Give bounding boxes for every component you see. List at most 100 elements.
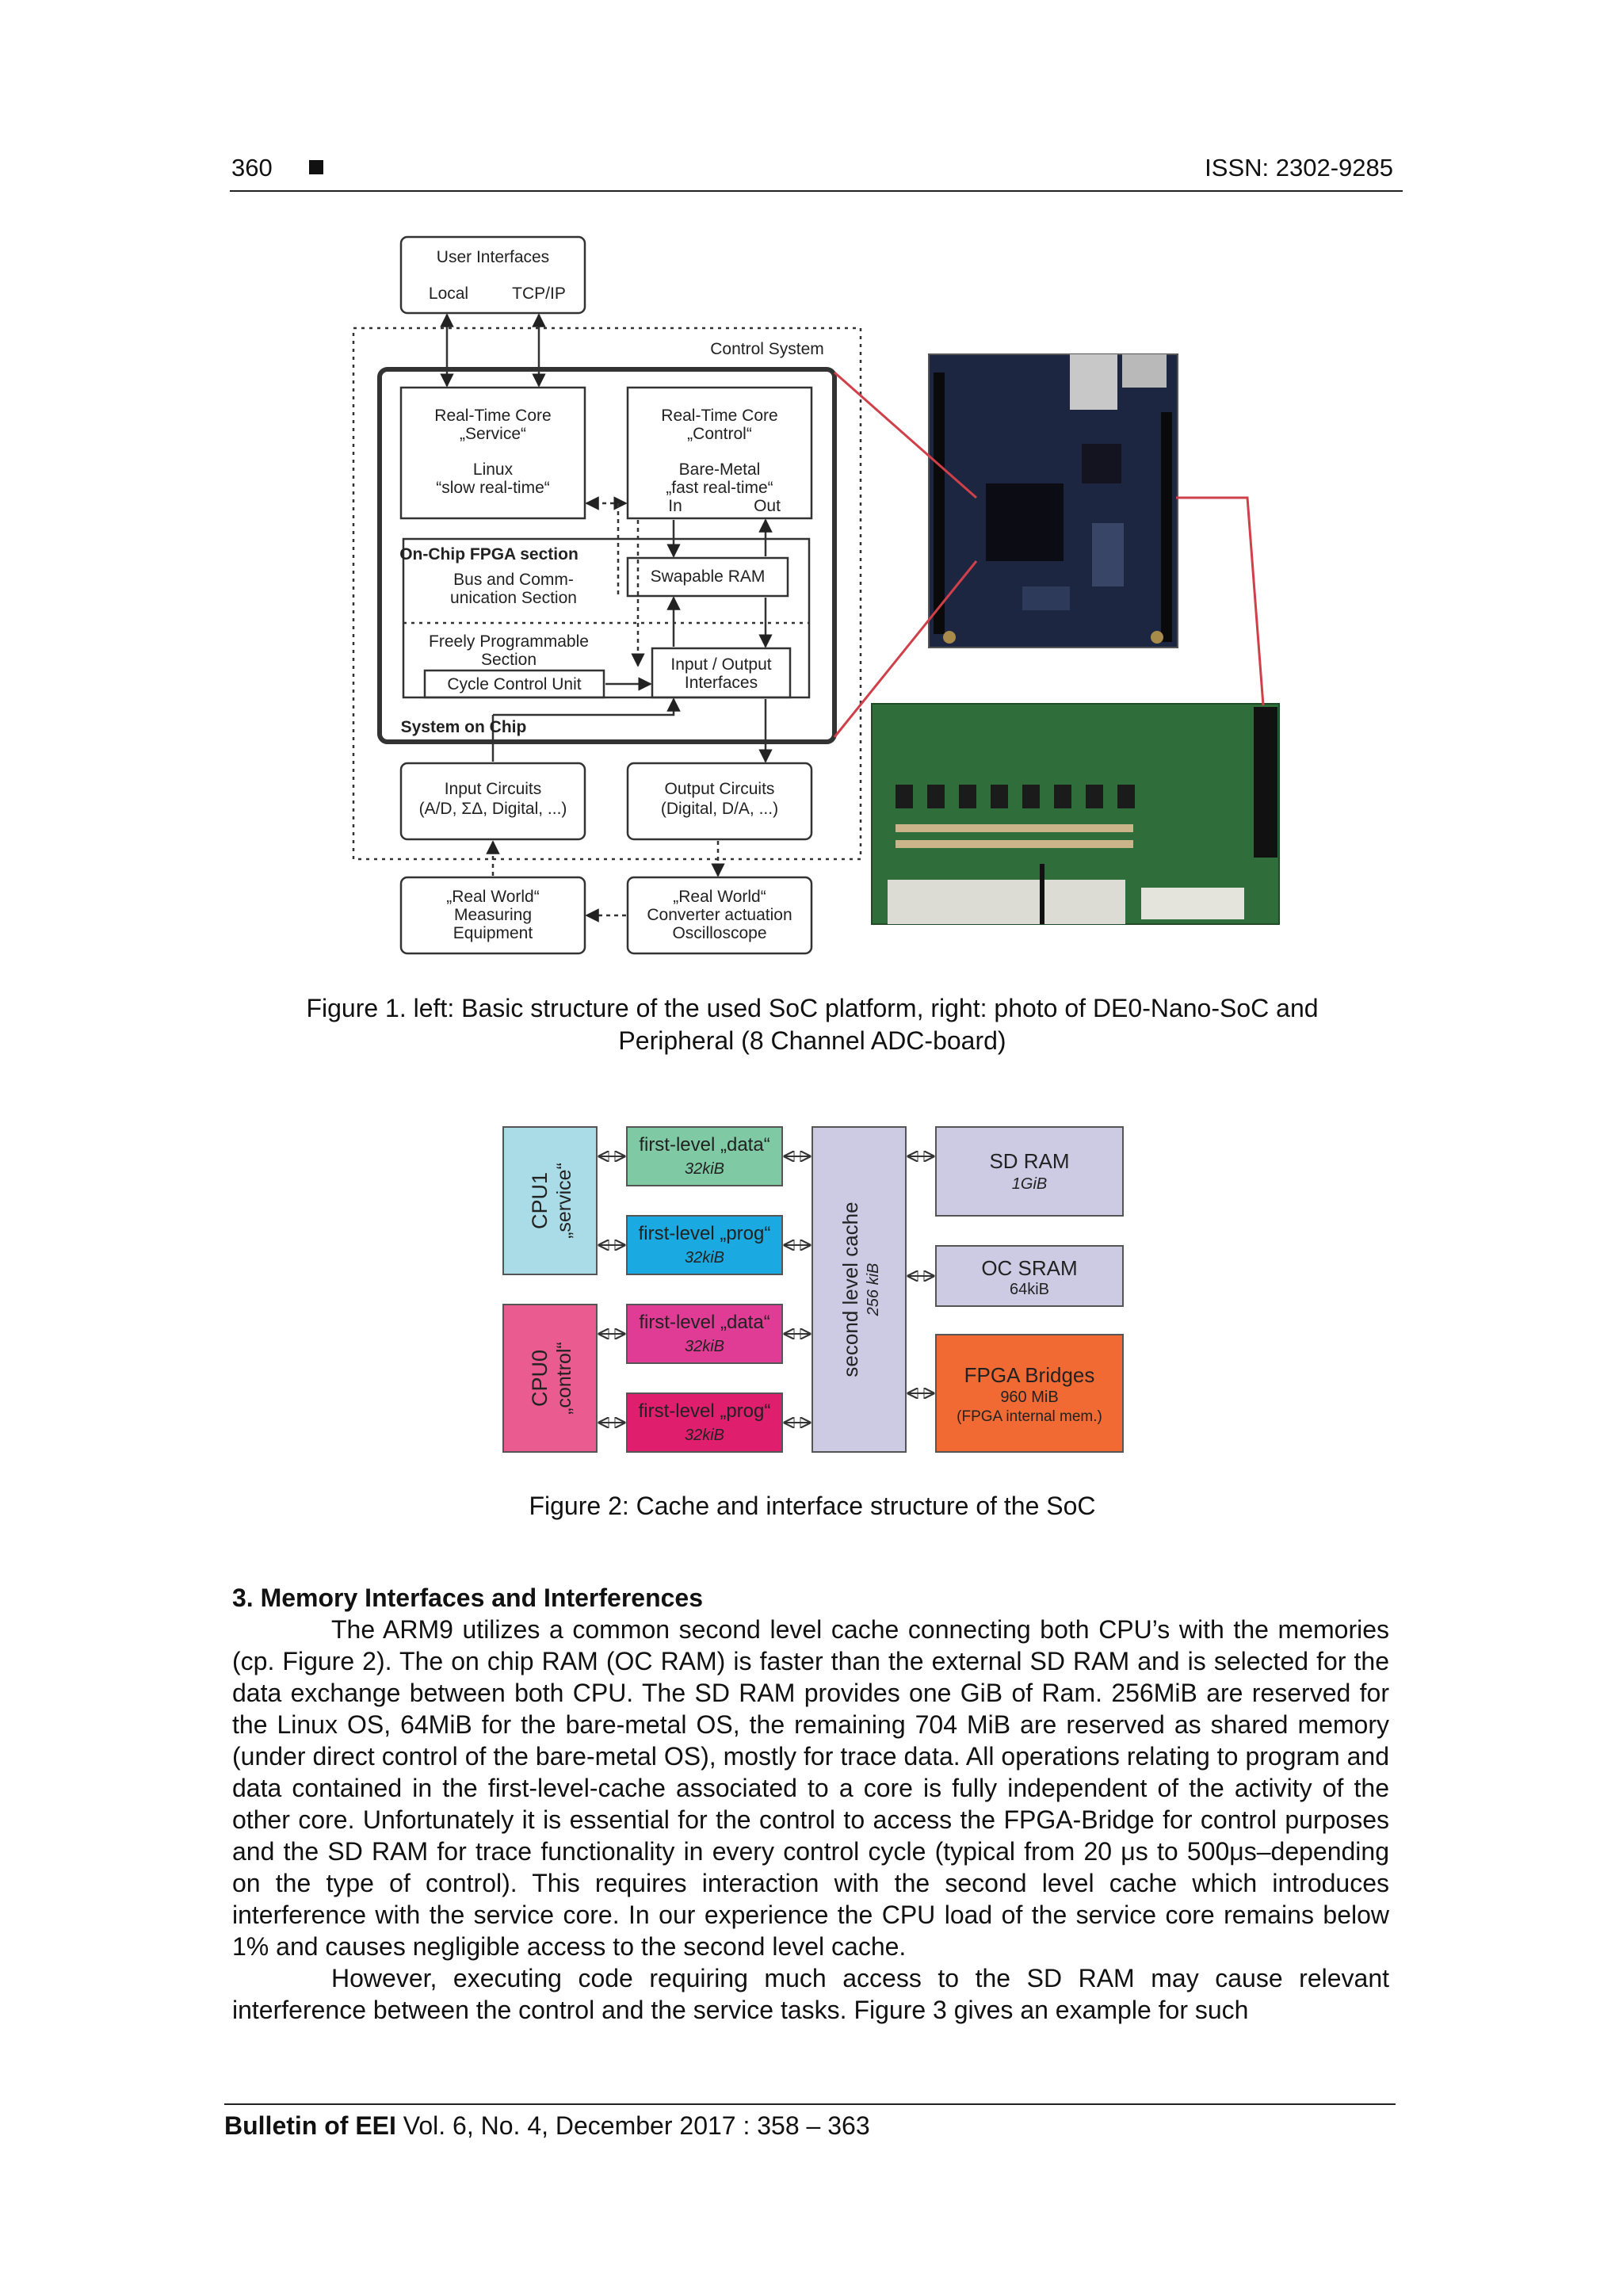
fl1-data-size: 32kiB — [685, 1160, 724, 1178]
cycle-label: Cycle Control Unit — [447, 675, 581, 693]
rt-service-line1: Real-Time Core — [434, 407, 551, 425]
fl1-data-box — [626, 1126, 783, 1186]
adc-board-photo — [871, 703, 1280, 925]
journal-name: Bulletin of EEI — [224, 2111, 396, 2140]
control-system-boundary — [352, 327, 862, 861]
rt-service-line4: “slow real-time“ — [436, 479, 550, 497]
ocsram-label: OC SRAM — [981, 1256, 1077, 1280]
ocsram-box — [935, 1245, 1124, 1307]
freely-line1: Freely Programmable — [429, 632, 589, 651]
io-line1: Input / Output — [670, 655, 771, 674]
rw-converter-line1: „Real World“ — [673, 888, 766, 906]
journal-details: Vol. 6, No. 4, December 2017 : 358 – 363 — [403, 2111, 870, 2140]
rw-measuring-line1: „Real World“ — [446, 888, 539, 906]
io-line2: Interfaces — [685, 674, 758, 692]
cpu1-role: „service“ — [553, 1163, 575, 1239]
tcpip-label: TCP/IP — [512, 285, 566, 303]
fl0-data-size: 32kiB — [685, 1338, 724, 1355]
cpu0-role: „control“ — [553, 1342, 575, 1415]
sdram-box — [935, 1126, 1124, 1217]
figure2: first-level „data“ 32kiB first-level „pr… — [502, 1126, 1124, 1453]
fl1-prog-size: 32kiB — [685, 1249, 724, 1266]
fl0-data-label: first-level „data“ — [639, 1312, 769, 1333]
square-bullet-icon — [309, 160, 323, 174]
block-diagram-labels: User Interfaces Local TCP/IP Control Sys… — [399, 248, 824, 942]
cpu1-box — [502, 1126, 598, 1275]
control-system-label: Control System — [710, 340, 824, 358]
figure2-arrows — [599, 1156, 934, 1423]
issn: ISSN: 2302-9285 — [1205, 154, 1393, 181]
sdram-label: SD RAM — [989, 1149, 1069, 1173]
rw-converter-box — [626, 876, 813, 955]
fl0-prog-box — [626, 1392, 783, 1453]
paragraph: The ARM9 utilizes a common second level … — [232, 1615, 1389, 1961]
fpga-size: 960 MiB — [1000, 1389, 1058, 1406]
de0-nano-soc-photo — [928, 353, 1178, 648]
rt-control-line3: Bare-Metal — [679, 460, 761, 479]
rw-converter-line3: Oscilloscope — [672, 924, 766, 942]
output-circuits-line1: Output Circuits — [665, 780, 775, 798]
fpga-note: (FPGA internal mem.) — [957, 1408, 1102, 1425]
cpu0-box — [502, 1304, 598, 1453]
swap-label: Swapable RAM — [651, 567, 766, 586]
input-to-io-arrow — [493, 697, 681, 716]
page-number: 360 — [231, 154, 273, 181]
figure1-caption: Figure 1. left: Basic structure of the u… — [230, 992, 1395, 1057]
photo-connector-lines — [833, 371, 1265, 738]
fl1-prog-label: first-level „prog“ — [639, 1223, 771, 1244]
input-circuits-line2: (A/D, ΣΔ, Digital, ...) — [419, 800, 567, 818]
figure1-caption-line2: Peripheral (8 Channel ADC-board) — [618, 1026, 1006, 1055]
rt-service-line3: Linux — [473, 460, 514, 479]
user-interfaces-title: User Interfaces — [437, 248, 549, 266]
section-heading: 3. Memory Interfaces and Interferences — [232, 1584, 704, 1612]
rw-measuring-box — [399, 876, 586, 955]
rt-control-line1: Real-Time Core — [661, 407, 777, 425]
cycle-control-unit-box — [423, 669, 605, 699]
fl0-prog-size: 32kiB — [685, 1427, 724, 1444]
fpga-label: FPGA Bridges — [964, 1363, 1095, 1387]
page-header: 360 ISSN: 2302-9285 — [230, 152, 1403, 192]
rt-control-line4: „fast real-time“ — [666, 479, 773, 497]
figure2-labels: first-level „data“ 32kiB first-level „pr… — [528, 1134, 1102, 1444]
bus-line1: Bus and Comm- — [453, 571, 574, 589]
rt-core-service-box — [399, 386, 586, 520]
rt-service-line2: „Service“ — [460, 425, 526, 443]
fl1-data-label: first-level „data“ — [639, 1134, 769, 1156]
fpga-bridges-box — [935, 1334, 1124, 1453]
onchip-label: On-Chip FPGA section — [399, 545, 579, 563]
page-footer: Bulletin of EEI Vol. 6, No. 4, December … — [224, 2103, 1396, 2141]
l2-size: 256 kiB — [865, 1263, 882, 1317]
soc-label: System on Chip — [401, 718, 527, 736]
user-interfaces-box — [399, 235, 586, 315]
rw-measuring-line2: Measuring — [454, 906, 532, 924]
rw-converter-line2: Converter actuation — [647, 906, 792, 924]
local-label: Local — [429, 285, 468, 303]
system-on-chip-box — [377, 367, 837, 744]
block-diagram — [352, 235, 862, 955]
rw-measuring-line3: Equipment — [453, 924, 533, 942]
paragraph: However, executing code requiring much a… — [232, 1964, 1389, 2024]
section-body: The ARM9 utilizes a common second level … — [232, 1614, 1389, 2026]
swapable-ram-box — [626, 556, 789, 598]
in-label: In — [668, 497, 682, 515]
l2-label: second level cache — [838, 1201, 862, 1377]
output-circuits-box — [626, 762, 813, 841]
ocsram-size: 64kiB — [1010, 1281, 1049, 1298]
freely-line2: Section — [481, 651, 537, 669]
figure1-caption-line1: Figure 1. left: Basic structure of the u… — [306, 994, 1319, 1022]
rt-control-line2: „Control“ — [687, 425, 752, 443]
figure1: User Interfaces Local TCP/IP Control Sys… — [352, 235, 1280, 955]
fl1-prog-box — [626, 1215, 783, 1275]
l2-cache-box — [812, 1126, 907, 1453]
sdram-size: 1GiB — [1012, 1175, 1047, 1193]
input-circuits-line1: Input Circuits — [445, 780, 542, 798]
rt-core-control-box — [626, 386, 813, 520]
input-circuits-box — [399, 762, 586, 841]
io-interfaces-box — [651, 647, 792, 699]
fl0-data-box — [626, 1304, 783, 1364]
cpu1-label: CPU1 — [528, 1172, 552, 1229]
onchip-fpga-box — [402, 537, 811, 699]
cpu0-label: CPU0 — [528, 1350, 552, 1407]
figure2-caption: Figure 2: Cache and interface structure … — [529, 1492, 1096, 1520]
fl0-prog-label: first-level „prog“ — [639, 1400, 771, 1422]
